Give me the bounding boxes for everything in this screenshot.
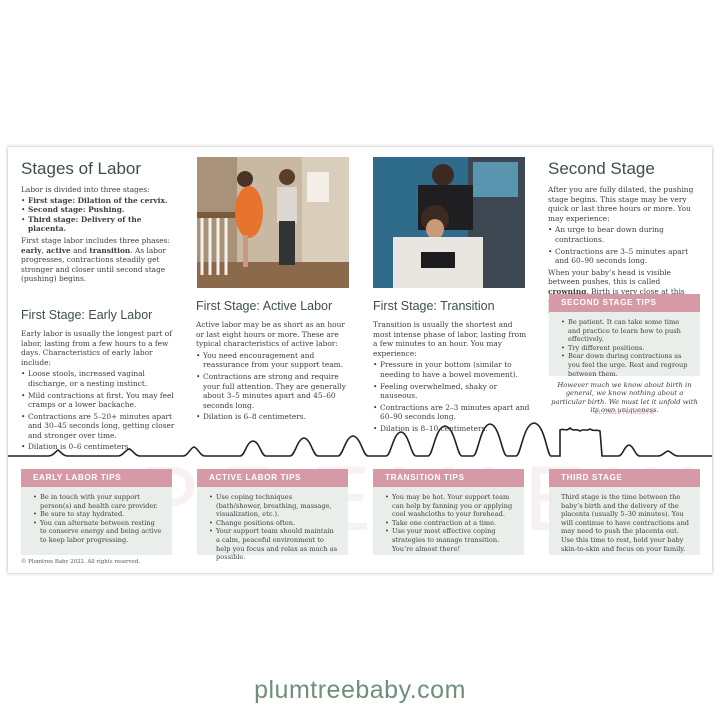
column-transition: First Stage: Transition Transition is us… <box>373 299 531 434</box>
labor-stages-sheet: PREVIEW Stages of Labor Labor is divided… <box>8 147 712 573</box>
second-stage-tips-heading: SECOND STAGE TIPS <box>549 294 700 312</box>
second-stage-tips-box: SECOND STAGE TIPS Be patient. It can tak… <box>549 294 700 378</box>
list-item: Take one contraction at a time. <box>385 519 514 528</box>
list-item: Contractions are 5–20+ minutes apart and… <box>21 412 181 441</box>
active-labor-tips-heading: ACTIVE LABOR TIPS <box>197 469 348 487</box>
list-item: Change positions often. <box>209 519 338 528</box>
list-item: Use your most effective coping strategie… <box>385 527 514 553</box>
stages-list: First stage: Dilation of the cervix. Sec… <box>21 196 181 234</box>
stage-item: First stage: Dilation of the cervix. <box>21 196 181 206</box>
photo-transition <box>373 157 525 288</box>
transition-tips-box: TRANSITION TIPS You may be hot. Your sup… <box>373 469 524 555</box>
list-item: Use coping techniques (bath/shower, brea… <box>209 493 338 519</box>
list-item: You can alternate between resting to con… <box>33 519 162 545</box>
third-stage-box: THIRD STAGE Third stage is the time betw… <box>549 469 700 555</box>
list-item: Contractions are 3–5 minutes apart and 6… <box>548 247 700 266</box>
transition-tips-heading: TRANSITION TIPS <box>373 469 524 487</box>
contraction-wave <box>8 422 712 457</box>
list-item: You may be hot. Your support team can he… <box>385 493 514 519</box>
column-active-labor: First Stage: Active Labor Active labor m… <box>196 299 354 422</box>
second-stage-intro: After you are fully dilated, the pushing… <box>548 185 694 223</box>
transition-intro: Transition is usually the shortest and m… <box>373 320 527 358</box>
early-labor-tips-list: Be in touch with your support person(s) … <box>21 487 172 551</box>
early-labor-intro: Early labor is usually the longest part … <box>21 328 172 367</box>
stages-intro: Labor is divided into three stages: <box>21 185 150 194</box>
list-item: Be patient. It can take some time and pr… <box>561 318 690 344</box>
list-item: Be sure to stay hydrated. <box>33 510 162 519</box>
photo-early-labor <box>197 157 349 288</box>
stages-title: Stages of Labor <box>21 159 142 178</box>
quote-text: However much we know about birth in gene… <box>551 381 698 415</box>
column-second-stage: Second Stage After you are fully dilated… <box>548 147 700 316</box>
copyright-notice: © Plumtree Baby 2022. All rights reserve… <box>21 559 141 565</box>
list-item: Try different positions. <box>561 344 690 353</box>
transition-title: First Stage: Transition <box>373 299 495 313</box>
quote-author: ELIZABETH NOBLE <box>594 410 655 416</box>
list-item: Feeling overwhelmed, shaky or nauseous. <box>373 382 531 401</box>
active-labor-list: You need encouragement and reassurance f… <box>196 351 354 422</box>
list-item: Mild contractions at first. You may feel… <box>21 391 181 410</box>
list-item: Pressure in your bottom (similar to need… <box>373 360 531 379</box>
site-url: plumtreebaby.com <box>254 676 466 704</box>
active-labor-tips-list: Use coping techniques (bath/shower, brea… <box>197 487 348 568</box>
early-labor-tips-heading: EARLY LABOR TIPS <box>21 469 172 487</box>
stage-item: Third stage: Delivery of the placenta. <box>21 215 181 234</box>
list-item: Dilation is 6–8 centimeters. <box>196 412 354 422</box>
active-labor-title: First Stage: Active Labor <box>196 299 333 313</box>
list-item: You need encouragement and reassurance f… <box>196 351 354 370</box>
second-stage-title: Second Stage <box>548 159 655 178</box>
early-labor-list: Loose stools, increased vaginal discharg… <box>21 369 181 452</box>
second-stage-tips-list: Be patient. It can take some time and pr… <box>549 312 700 384</box>
column-stages-of-labor: Stages of Labor Labor is divided into th… <box>21 147 181 452</box>
second-stage-list: An urge to bear down during contractions… <box>548 225 700 265</box>
list-item: Contractions are strong and require your… <box>196 372 354 410</box>
list-item: Dilation is 8–10 centimeters. <box>373 424 531 434</box>
list-item: Your support team should maintain a calm… <box>209 527 338 561</box>
third-stage-heading: THIRD STAGE <box>549 469 700 487</box>
third-stage-text: Third stage is the time between the baby… <box>561 493 690 553</box>
stage-item: Second stage: Pushing. <box>21 205 181 215</box>
list-item: An urge to bear down during contractions… <box>548 225 700 244</box>
transition-list: Pressure in your bottom (similar to need… <box>373 360 531 433</box>
active-labor-intro: Active labor may be as short as an hour … <box>196 320 345 349</box>
active-labor-tips-box: ACTIVE LABOR TIPS Use coping techniques … <box>197 469 348 561</box>
list-item: Dilation is 0–6 centimeters. <box>21 442 181 452</box>
list-item: Contractions are 2–3 minutes apart and 6… <box>373 403 531 422</box>
list-item: Loose stools, increased vaginal discharg… <box>21 369 181 388</box>
transition-tips-list: You may be hot. Your support team can he… <box>373 487 524 559</box>
list-item: Bear down during contractions as you fee… <box>561 352 690 378</box>
early-labor-tips-box: EARLY LABOR TIPS Be in touch with your s… <box>21 469 172 555</box>
phases-paragraph: First stage labor includes three phases:… <box>21 235 170 284</box>
list-item: Be in touch with your support person(s) … <box>33 493 162 510</box>
early-labor-title: First Stage: Early Labor <box>21 307 153 322</box>
